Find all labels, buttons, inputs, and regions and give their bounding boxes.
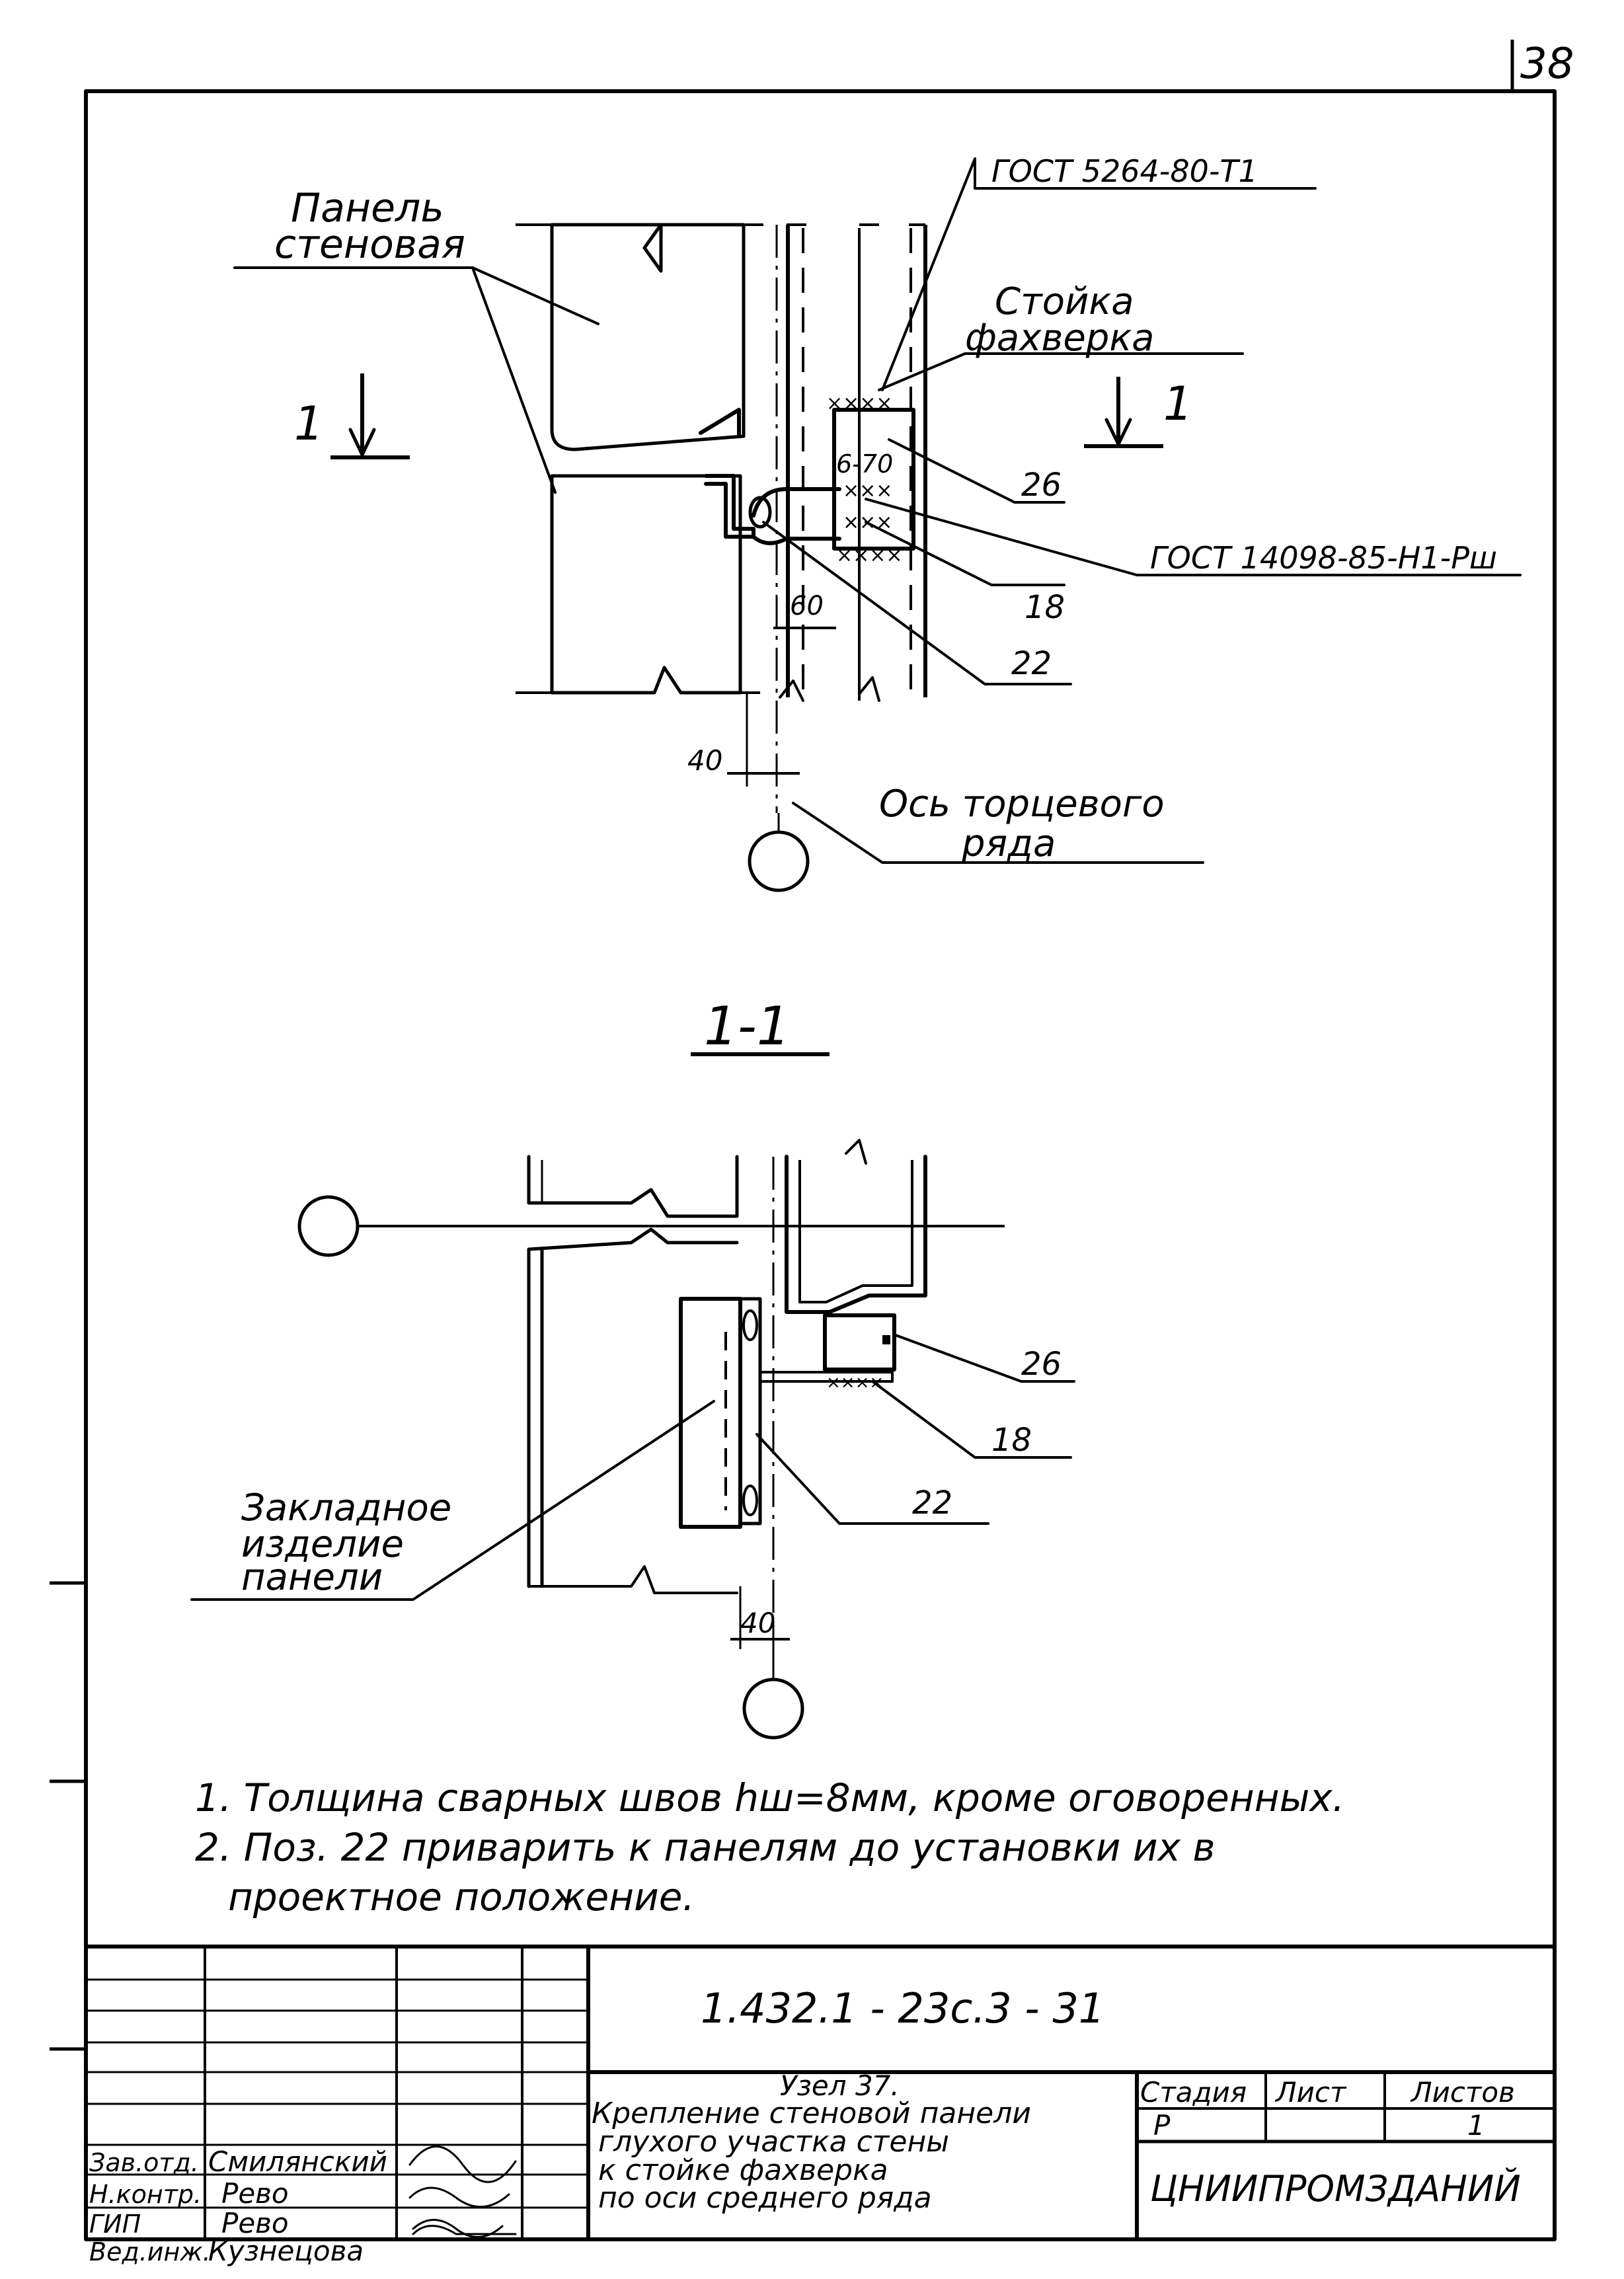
organization: ЦНИИПРОМЗДАНИЙ	[1150, 2168, 1521, 2210]
post-leader	[878, 352, 1244, 391]
note-2: 2. Поз. 22 приварить к панелям до устано…	[195, 1825, 1216, 1870]
weld-marks: ××××	[826, 392, 893, 415]
signature-mark	[408, 2186, 510, 2208]
pos-22-section: 22	[912, 1485, 952, 1522]
doc-code: 1.432.1 - 23с.3 - 31	[701, 1984, 1104, 2032]
pos-26-section: 26	[1021, 1346, 1062, 1383]
section-1-1: 1-1 ×××× 40 26	[190, 995, 1075, 1740]
plate-26-mark	[882, 1335, 890, 1344]
sign-name-3: Рево	[221, 2207, 289, 2239]
post-break	[845, 1139, 867, 1165]
panel-plan-lower	[527, 1227, 739, 1588]
embed-label-line3: панели	[241, 1556, 383, 1599]
embed-plate	[679, 1297, 742, 1529]
post-label-line1: Стойка	[995, 280, 1134, 323]
leader-18	[865, 521, 1065, 586]
plate-26	[832, 408, 915, 551]
sheets-value: 1	[1467, 2109, 1485, 2142]
signature-mark	[408, 2145, 517, 2183]
embedded-angle	[699, 408, 741, 438]
leader-22-section	[755, 1433, 989, 1525]
node-title: Узел 37.	[780, 2069, 900, 2102]
gost-bottom-label: ГОСТ 14098-85-Н1-Рш	[1150, 540, 1497, 576]
desc-line-3: к стойке фахверка	[598, 2153, 888, 2187]
axis-bubble	[748, 830, 810, 892]
post-channel-flange	[798, 1284, 913, 1303]
dim-40-section: 40	[740, 1607, 775, 1639]
section-mark-right: 1	[1163, 377, 1193, 431]
pos-22-label: 22	[1011, 645, 1052, 682]
gost-top-leader	[881, 157, 1317, 391]
section-arrowhead-left	[348, 428, 376, 457]
pos-18-label: 18	[1025, 589, 1065, 626]
wall-panel-lower	[550, 474, 742, 695]
sign-name-2: Рево	[221, 2177, 289, 2210]
panel-label-line1: Панель	[291, 185, 444, 231]
weld-circle	[748, 496, 772, 529]
axis-bubble	[297, 1195, 360, 1257]
plate-26-section	[823, 1313, 896, 1371]
panel-label-line2: стеновая	[274, 221, 465, 268]
desc-line-1: Крепление стеновой панели	[592, 2097, 1031, 2130]
post-channel	[785, 1155, 927, 1314]
leader-22	[762, 521, 1072, 685]
dim-40: 40	[687, 744, 722, 777]
weld-size-label: 6-70	[836, 449, 893, 479]
desc-line-2: глухого участка стены	[598, 2125, 949, 2159]
embed-label-line1: Закладное	[241, 1487, 451, 1529]
sheet-header: Лист	[1274, 2076, 1347, 2108]
weld-mark	[742, 1485, 758, 1516]
sign-role-3: ГИП	[89, 2210, 141, 2239]
axis-leader	[792, 802, 1204, 864]
sign-role-4: Вед.инж.	[89, 2237, 211, 2266]
leader-18-section	[871, 1380, 1072, 1459]
sign-role-1: Зав.отд.	[89, 2148, 199, 2177]
axis-label-line2: ряда	[961, 822, 1056, 865]
page-number: 38	[1520, 40, 1574, 89]
weld-mark	[742, 1309, 758, 1341]
pos-26-label: 26	[1021, 467, 1062, 504]
upper-detail: 6-70 ×××× ××× ××× ×××× 60 40 Ось торцево…	[233, 153, 1522, 892]
weld-marks: ××××	[836, 544, 903, 567]
gost-top-label: ГОСТ 5264-80-Т1	[991, 153, 1258, 189]
stage-header: Стадия	[1140, 2076, 1247, 2108]
gost-bottom-leader	[865, 498, 1522, 576]
wall-panel-upper	[550, 223, 746, 451]
connector-plate-22	[704, 474, 755, 539]
sign-name-4: Кузнецова	[208, 2235, 364, 2267]
drawing-frame	[84, 89, 1557, 2241]
dim-60: 60	[790, 591, 824, 621]
stage-value: Р	[1153, 2109, 1171, 2142]
section-title: 1-1	[704, 995, 791, 1057]
rod-18-section	[759, 1371, 894, 1383]
rod-18	[752, 487, 841, 545]
notes: 1. Толщина сварных швов hш=8мм, кроме ог…	[195, 1775, 1344, 1919]
leader-26	[888, 438, 1065, 504]
post-channel-inner	[798, 1160, 913, 1302]
embed-leader	[190, 1400, 715, 1601]
pos-18-section: 18	[991, 1422, 1032, 1459]
sign-role-2: Н.контр.	[89, 2180, 202, 2209]
note-1: 1. Толщина сварных швов hш=8мм, кроме ог…	[195, 1775, 1344, 1820]
panel-plan-break	[527, 1565, 738, 1594]
post-break-lower	[779, 676, 880, 702]
note-2-cont: проектное положение.	[228, 1874, 695, 1919]
embed-label-line2: изделие	[241, 1523, 404, 1566]
panel-leader	[233, 266, 599, 494]
signature-mark	[412, 2225, 517, 2235]
leader-26-section	[894, 1334, 1075, 1383]
section-mark-left: 1	[294, 397, 324, 451]
title-block: Зав.отд. Смилянский Н.контр. Рево ГИП Ре…	[86, 1945, 1555, 2267]
axis-bubble-lower	[742, 1678, 804, 1740]
sign-name-1: Смилянский	[208, 2145, 387, 2178]
connector-22-section	[738, 1297, 762, 1526]
desc-line-4: по оси среднего ряда	[598, 2181, 932, 2215]
axis-label-line1: Ось торцевого	[879, 783, 1165, 826]
panel-plan-upper	[527, 1155, 739, 1218]
sheets-header: Листов	[1410, 2076, 1515, 2108]
